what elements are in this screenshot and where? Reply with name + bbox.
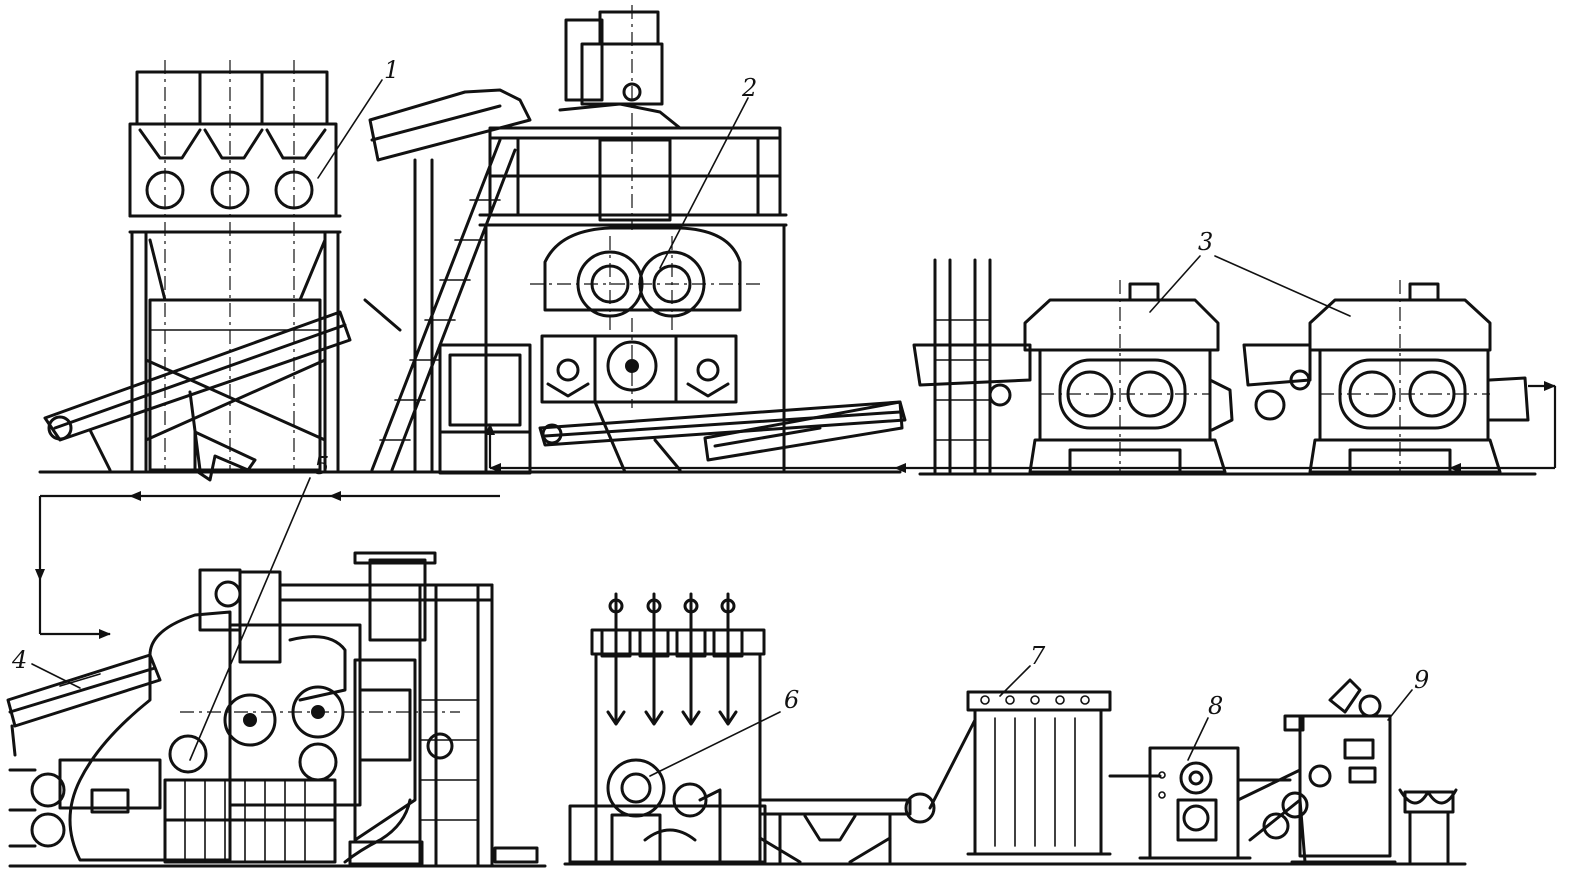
- label-9: 9: [1414, 666, 1429, 694]
- mixer-unit-3b: [1242, 280, 1530, 474]
- label-5: 5: [314, 452, 329, 480]
- ground-line-bottom: [8, 862, 1467, 868]
- calender-unit-5: [8, 430, 539, 868]
- hopper-tower-unit-1: [43, 60, 352, 472]
- label-7: 7: [1030, 642, 1046, 670]
- label-8: 8: [1208, 692, 1223, 720]
- cylinder-rods: [606, 592, 738, 726]
- leader-lines: [31, 79, 1413, 777]
- winding-unit-9: [1248, 678, 1458, 864]
- cylinder-press-unit-6: [568, 592, 936, 864]
- label-4: 4: [11, 646, 27, 674]
- cutting-unit-8: [1138, 746, 1302, 860]
- flow-arrows: [35, 381, 1557, 639]
- label-3: 3: [1198, 228, 1213, 256]
- festoon-unit-7: [928, 690, 1162, 856]
- roll-mill-unit-2: [363, 5, 907, 475]
- mixer-unit-3a: [912, 258, 1234, 474]
- label-1: 1: [384, 56, 399, 84]
- feed-conveyor-unit-4: [6, 653, 162, 757]
- label-6: 6: [784, 686, 799, 714]
- label-2: 2: [741, 74, 757, 102]
